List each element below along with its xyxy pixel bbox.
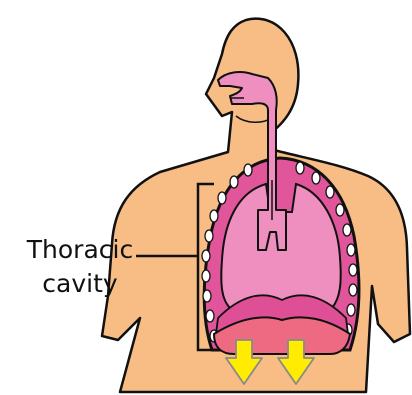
label-cavity: cavity [0,268,160,300]
label-thoracic: Thoracic [0,234,160,266]
diaphragm [214,317,350,354]
